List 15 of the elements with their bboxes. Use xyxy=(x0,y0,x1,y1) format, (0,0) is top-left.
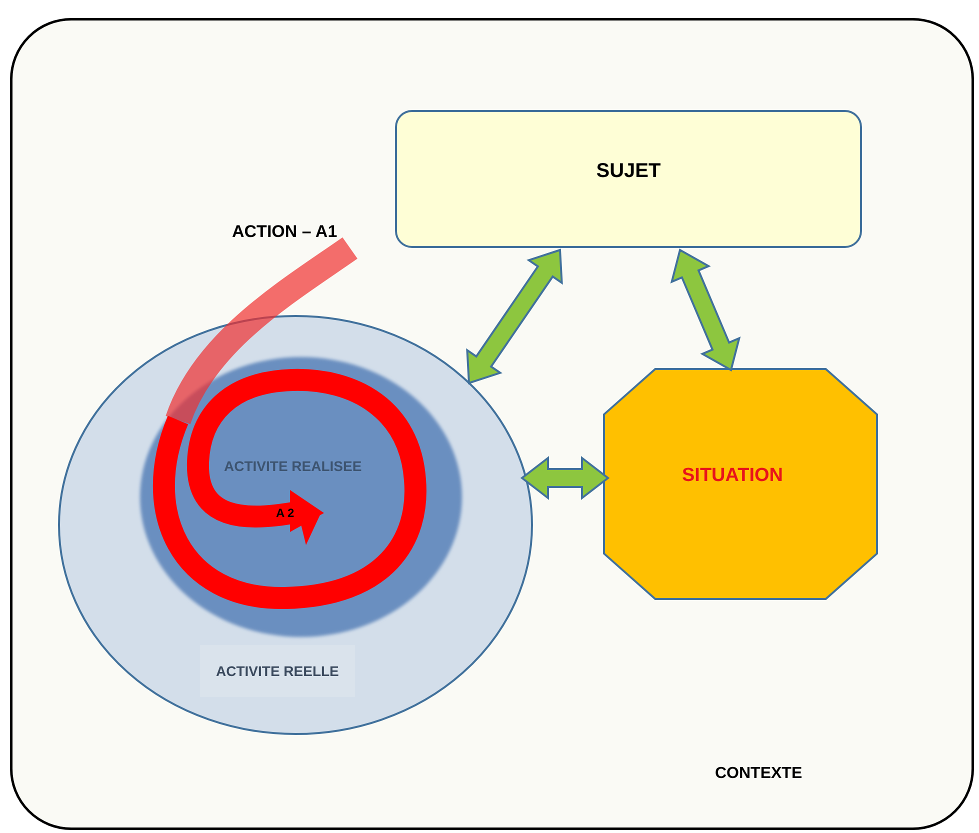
action-label: A 2 xyxy=(276,506,294,520)
realised-activity-label: ACTIVITE REALISEE xyxy=(224,458,362,474)
double-arrow xyxy=(670,248,741,372)
real-activity-ellipse xyxy=(58,315,533,735)
situation-label: SITUATION xyxy=(682,465,783,487)
real-activity-label: ACTIVITE REELLE xyxy=(200,645,355,697)
situation-octagon xyxy=(603,368,878,600)
double-arrow xyxy=(466,248,563,384)
context-label: CONTEXTE xyxy=(715,765,802,783)
double-arrow xyxy=(520,456,610,500)
context-frame xyxy=(10,18,974,830)
action-label: ACTION – A1 xyxy=(232,222,338,242)
subject-label: SUJET xyxy=(595,160,662,183)
subject-box xyxy=(395,110,862,248)
realised-activity-circle xyxy=(140,357,462,637)
